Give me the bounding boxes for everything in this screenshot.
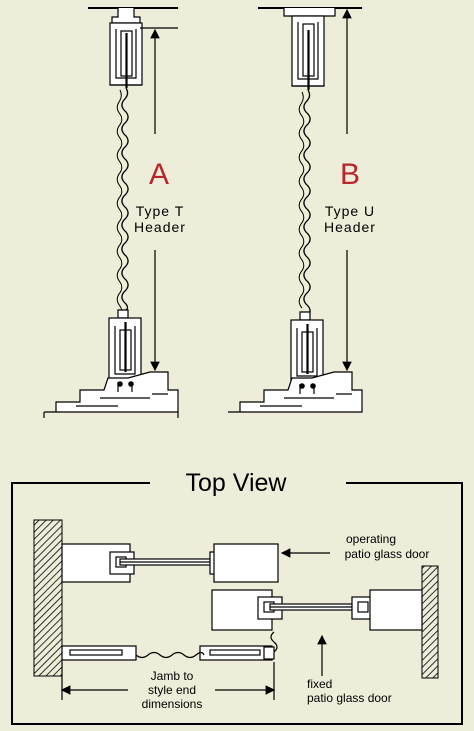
section-b-type-label: Type U (325, 203, 375, 219)
fixed-door-label-line2: patio glass door (307, 691, 392, 705)
section-b-drawing (228, 7, 363, 413)
section-a-drawing (43, 7, 179, 418)
section-a-type-label: Type T (136, 203, 185, 219)
right-wall-hatch (421, 565, 439, 679)
top-view-title: Top View (186, 469, 288, 497)
section-a-header-label: Header (134, 219, 186, 235)
top-view-frame (11, 482, 463, 725)
jamb-label-line3: dimensions (142, 697, 203, 711)
jamb-detail (61, 631, 278, 661)
left-wall-hatch (33, 519, 63, 677)
jamb-label-line1: Jamb to (151, 669, 194, 683)
jamb-label-line2: style end (148, 683, 196, 697)
dimension-a (140, 27, 178, 372)
section-b-header-label: Header (324, 219, 376, 235)
section-a-letter: A (149, 158, 169, 191)
operating-door-label-line2: patio glass door (345, 547, 430, 561)
fixed-door-label-line1: fixed (307, 677, 332, 691)
fixed-door-section (211, 589, 423, 631)
operating-door-label-line1: operating (346, 532, 396, 546)
top-view-arrows (60, 548, 330, 700)
section-b-letter: B (340, 158, 360, 191)
operating-door-section (61, 543, 279, 583)
